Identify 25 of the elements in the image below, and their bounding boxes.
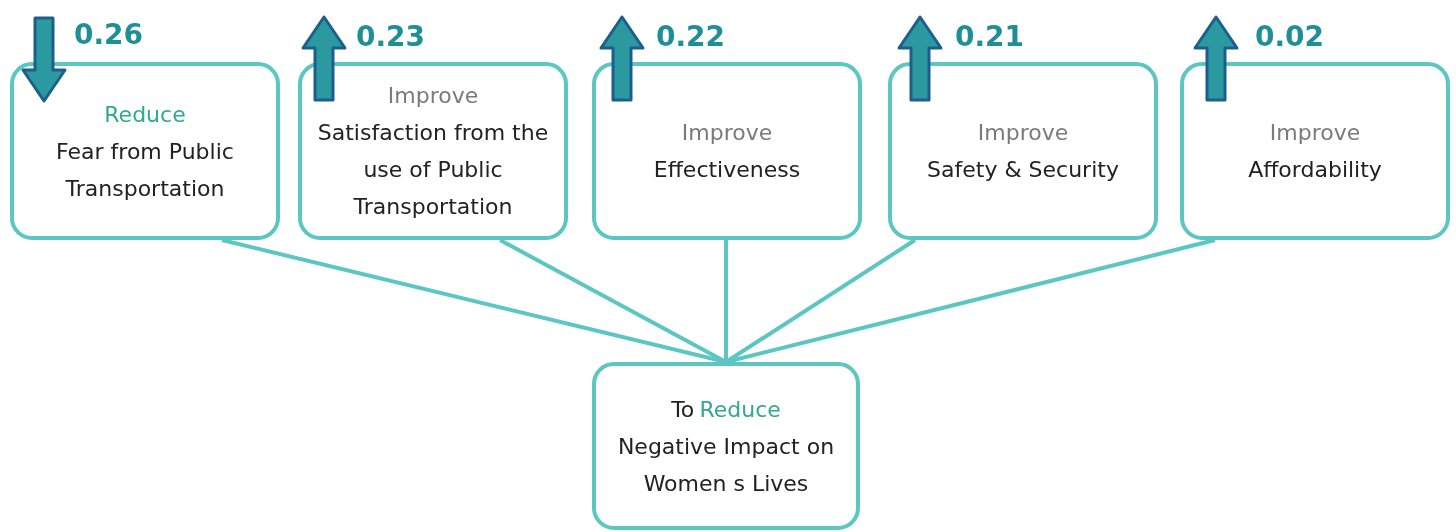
heading-text: Reduce <box>699 396 781 422</box>
process-box <box>888 62 1158 240</box>
value-label: 0.21 <box>955 20 1025 53</box>
heading-text: To <box>671 396 695 422</box>
process-box <box>1180 62 1450 240</box>
body-text: Fear from Public Transportation <box>55 137 235 203</box>
value-label: 0.22 <box>656 20 726 53</box>
heading-text: Improve <box>681 119 773 147</box>
value-label: 0.23 <box>356 20 426 53</box>
value-label: 0.26 <box>74 18 144 51</box>
connector-line <box>724 240 728 362</box>
body-text: Affordability <box>1248 156 1382 184</box>
heading-text: Improve <box>977 119 1069 147</box>
process-box <box>10 62 280 240</box>
process-box <box>298 62 568 240</box>
body-text: Negative Impact on Women s Lives <box>616 432 836 498</box>
body-text: Safety & Security <box>927 156 1119 184</box>
process-box <box>592 362 860 530</box>
body-text: Effectiveness <box>653 156 801 184</box>
heading-text: Reduce <box>104 100 186 129</box>
value-label: 0.02 <box>1255 20 1325 53</box>
heading-text: Improve <box>1269 119 1361 147</box>
process-box <box>592 62 862 240</box>
heading-text: Improve <box>387 82 479 110</box>
body-text: Satisfaction from the use of Public Transportation <box>316 119 550 221</box>
